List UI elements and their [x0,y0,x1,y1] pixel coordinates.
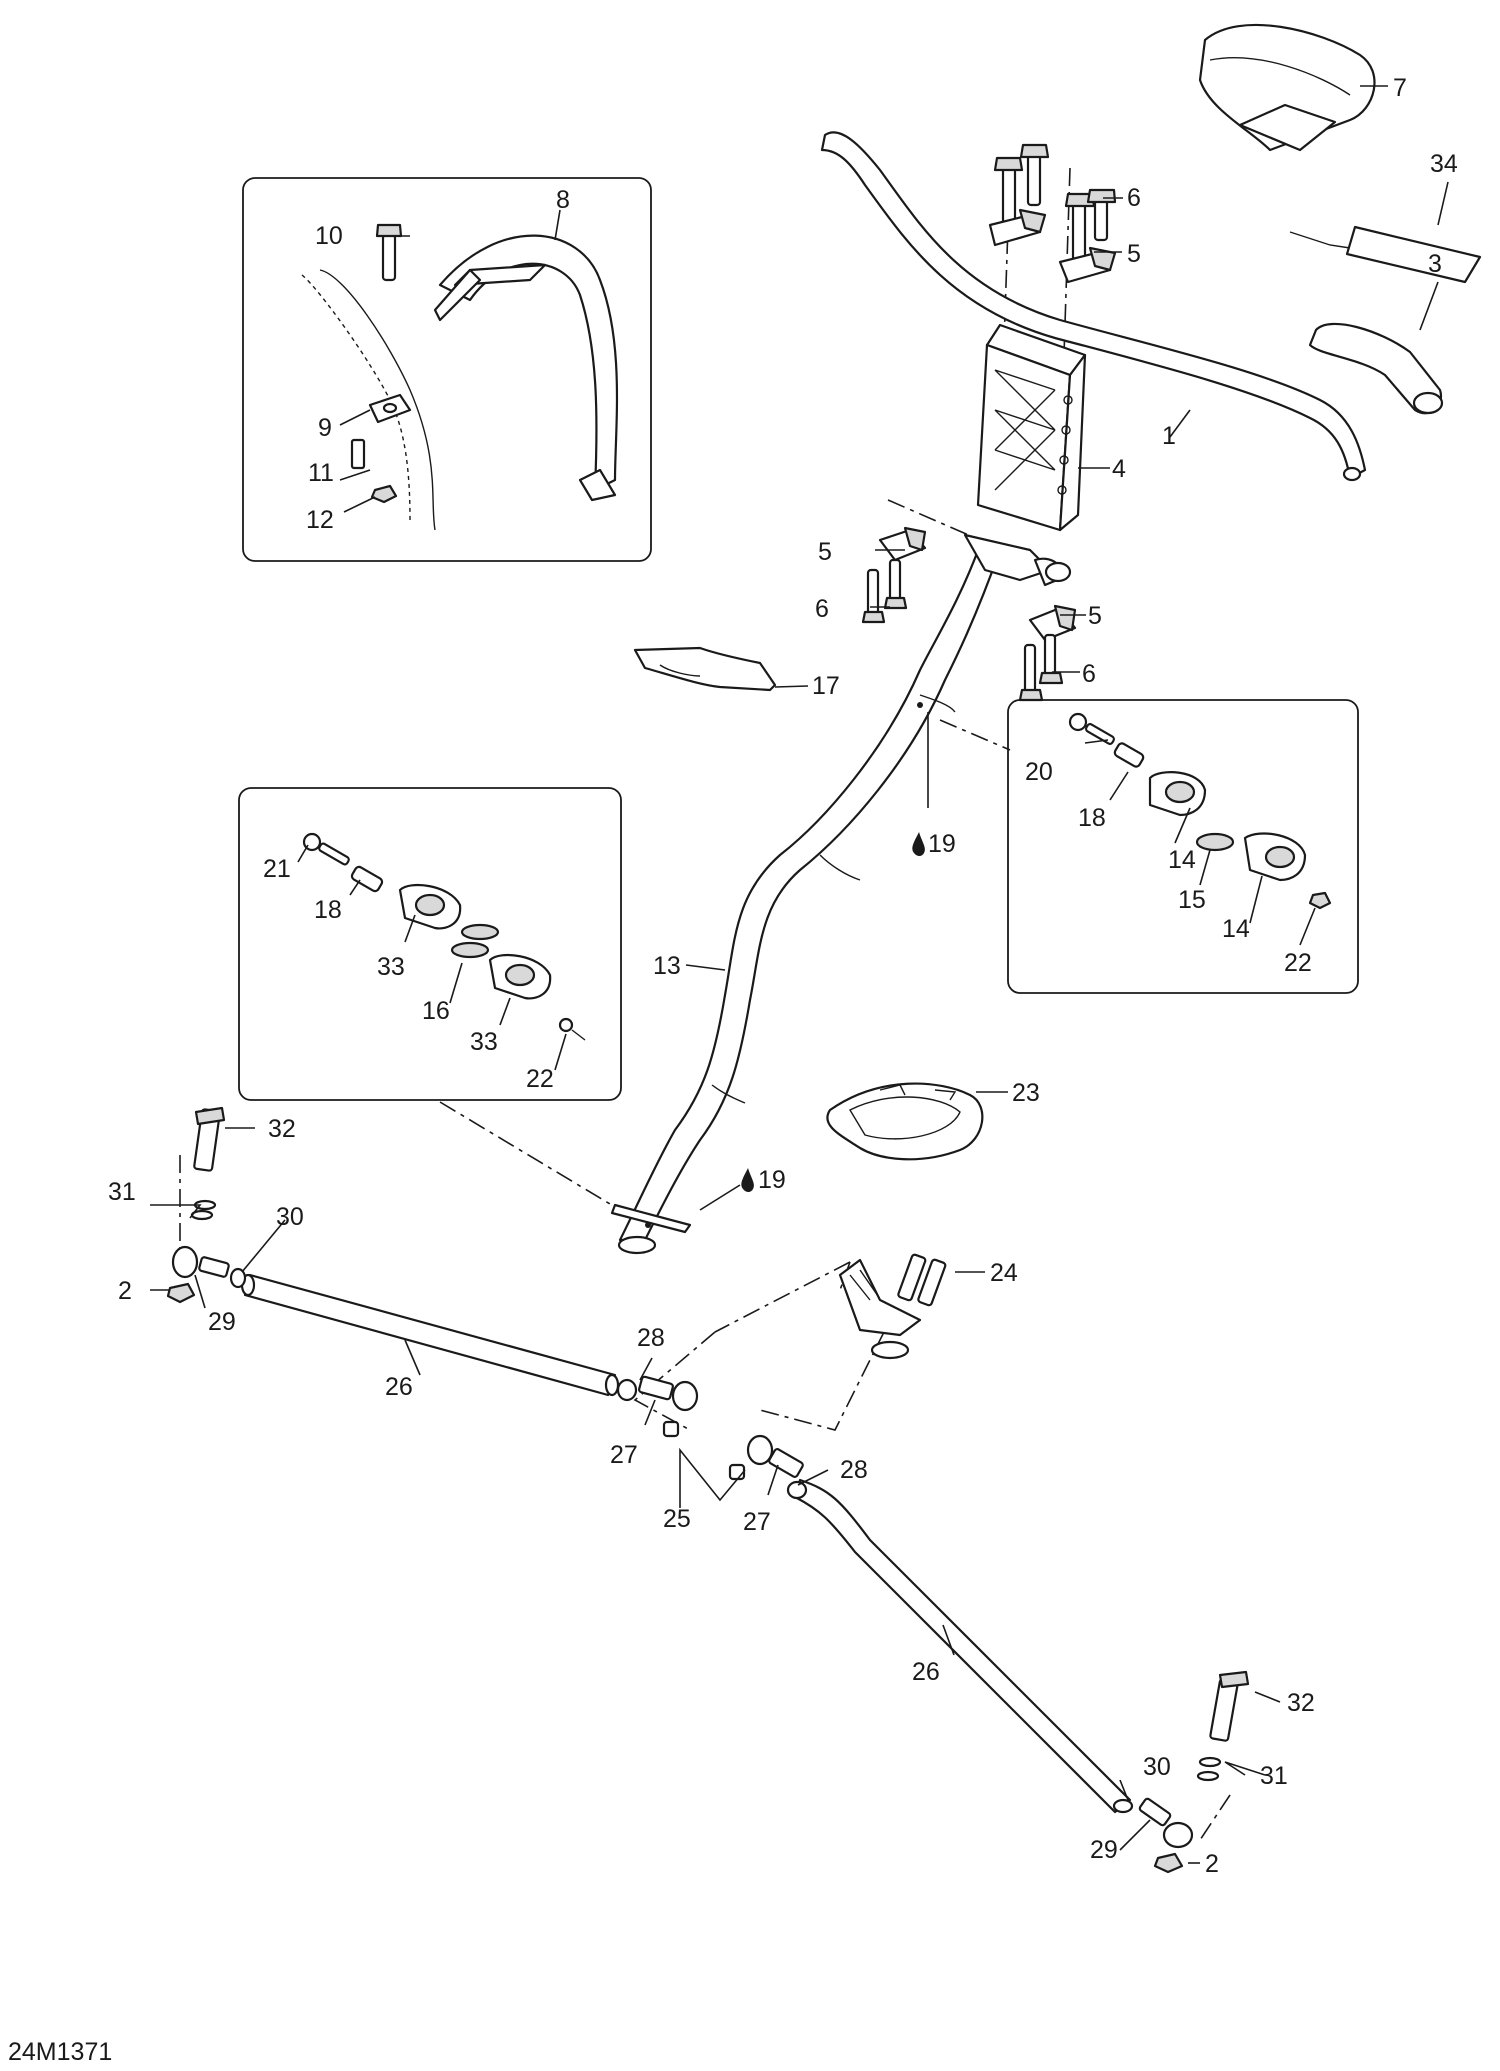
callout-4: 4 [1112,455,1126,483]
callout-25: 25 [663,1505,691,1533]
upper-clamps [988,208,1117,284]
callout-17: 17 [812,672,840,700]
right-pivot-bolt [1196,1670,1250,1782]
callout-5: 5 [818,538,832,566]
upper-clamp-bolts [993,143,1117,262]
callout-6: 6 [1082,660,1096,688]
left-rod-end [166,1245,247,1304]
inset-steering-arm-joint [238,787,622,1101]
callout-28: 28 [637,1324,665,1352]
callout-32: 32 [268,1115,296,1143]
callout-30: 30 [1143,1753,1171,1781]
callout-33: 33 [377,953,405,981]
oil-drop-icon [741,1168,754,1192]
steering-plate [633,646,777,692]
tie-rod-right [793,1478,1134,1814]
callout-14: 14 [1168,846,1196,874]
callout-29: 29 [1090,1836,1118,1864]
grip-heater-wire [1289,225,1482,284]
handlebar-grip [1308,322,1444,415]
inset2-parts [1068,712,1332,910]
callout-27: 27 [610,1441,638,1469]
handlebar-riser [976,323,1087,532]
steering-cover [826,1082,984,1161]
callout-3: 3 [1428,250,1442,278]
callout-11: 11 [308,459,334,487]
callout-7: 7 [1393,74,1407,102]
callout-30: 30 [276,1203,304,1231]
callout-15: 15 [1178,886,1206,914]
callout-19: 19 [928,830,956,858]
callout-34: 34 [1430,150,1458,178]
callout-8: 8 [556,186,570,214]
callout-26: 26 [912,1658,940,1686]
left-pivot-bolt [190,1106,226,1221]
callout-labels: 7 34 6 5 3 1 4 5 6 5 6 17 19 13 23 19 8 … [8,74,1458,2066]
callout-29: 29 [208,1308,236,1336]
inset-handlebar-riser [242,177,652,562]
callout-21: 21 [263,855,291,883]
callout-22: 22 [1284,949,1312,977]
callout-14: 14 [1222,915,1250,943]
center-rod-ends [616,1375,808,1500]
steering-column [610,533,1072,1255]
inset3-parts [302,832,586,1041]
callout-28: 28 [840,1456,868,1484]
oil-drop-icon [912,832,925,856]
callout-18: 18 [1078,804,1106,832]
handlebar-pad [1198,23,1376,152]
diagram-code: 24M1371 [8,2038,112,2066]
right-rod-end [1138,1797,1194,1874]
callout-6: 6 [815,595,829,623]
callout-5: 5 [1127,240,1141,268]
callout-18: 18 [314,896,342,924]
callout-20: 20 [1025,758,1053,786]
callout-31: 31 [108,1178,136,1206]
callout-1: 1 [1162,422,1176,450]
callout-23: 23 [1012,1079,1040,1107]
tie-rod-left [240,1273,620,1397]
callout-12: 12 [306,506,334,534]
callout-9: 9 [318,414,332,442]
callout-5: 5 [1088,602,1102,630]
callout-2: 2 [1205,1850,1219,1878]
inset-steering-column-joint [1007,699,1359,994]
callout-6: 6 [1127,184,1141,212]
callout-26: 26 [385,1373,413,1401]
callout-31: 31 [1260,1762,1288,1790]
callout-22: 22 [526,1065,554,1093]
callout-13: 13 [653,952,681,980]
callout-16: 16 [422,997,450,1025]
leader-lines [150,85,1449,1864]
inset1-parts [301,223,619,531]
callout-10: 10 [315,222,343,250]
steering-arm-bracket [838,1253,947,1360]
callout-24: 24 [990,1259,1018,1287]
callout-19: 19 [758,1166,786,1194]
callout-33: 33 [470,1028,498,1056]
callout-2: 2 [118,1277,132,1305]
callout-27: 27 [743,1508,771,1536]
callout-32: 32 [1287,1689,1315,1717]
handlebar [820,131,1367,482]
column-clamps [861,526,1077,702]
